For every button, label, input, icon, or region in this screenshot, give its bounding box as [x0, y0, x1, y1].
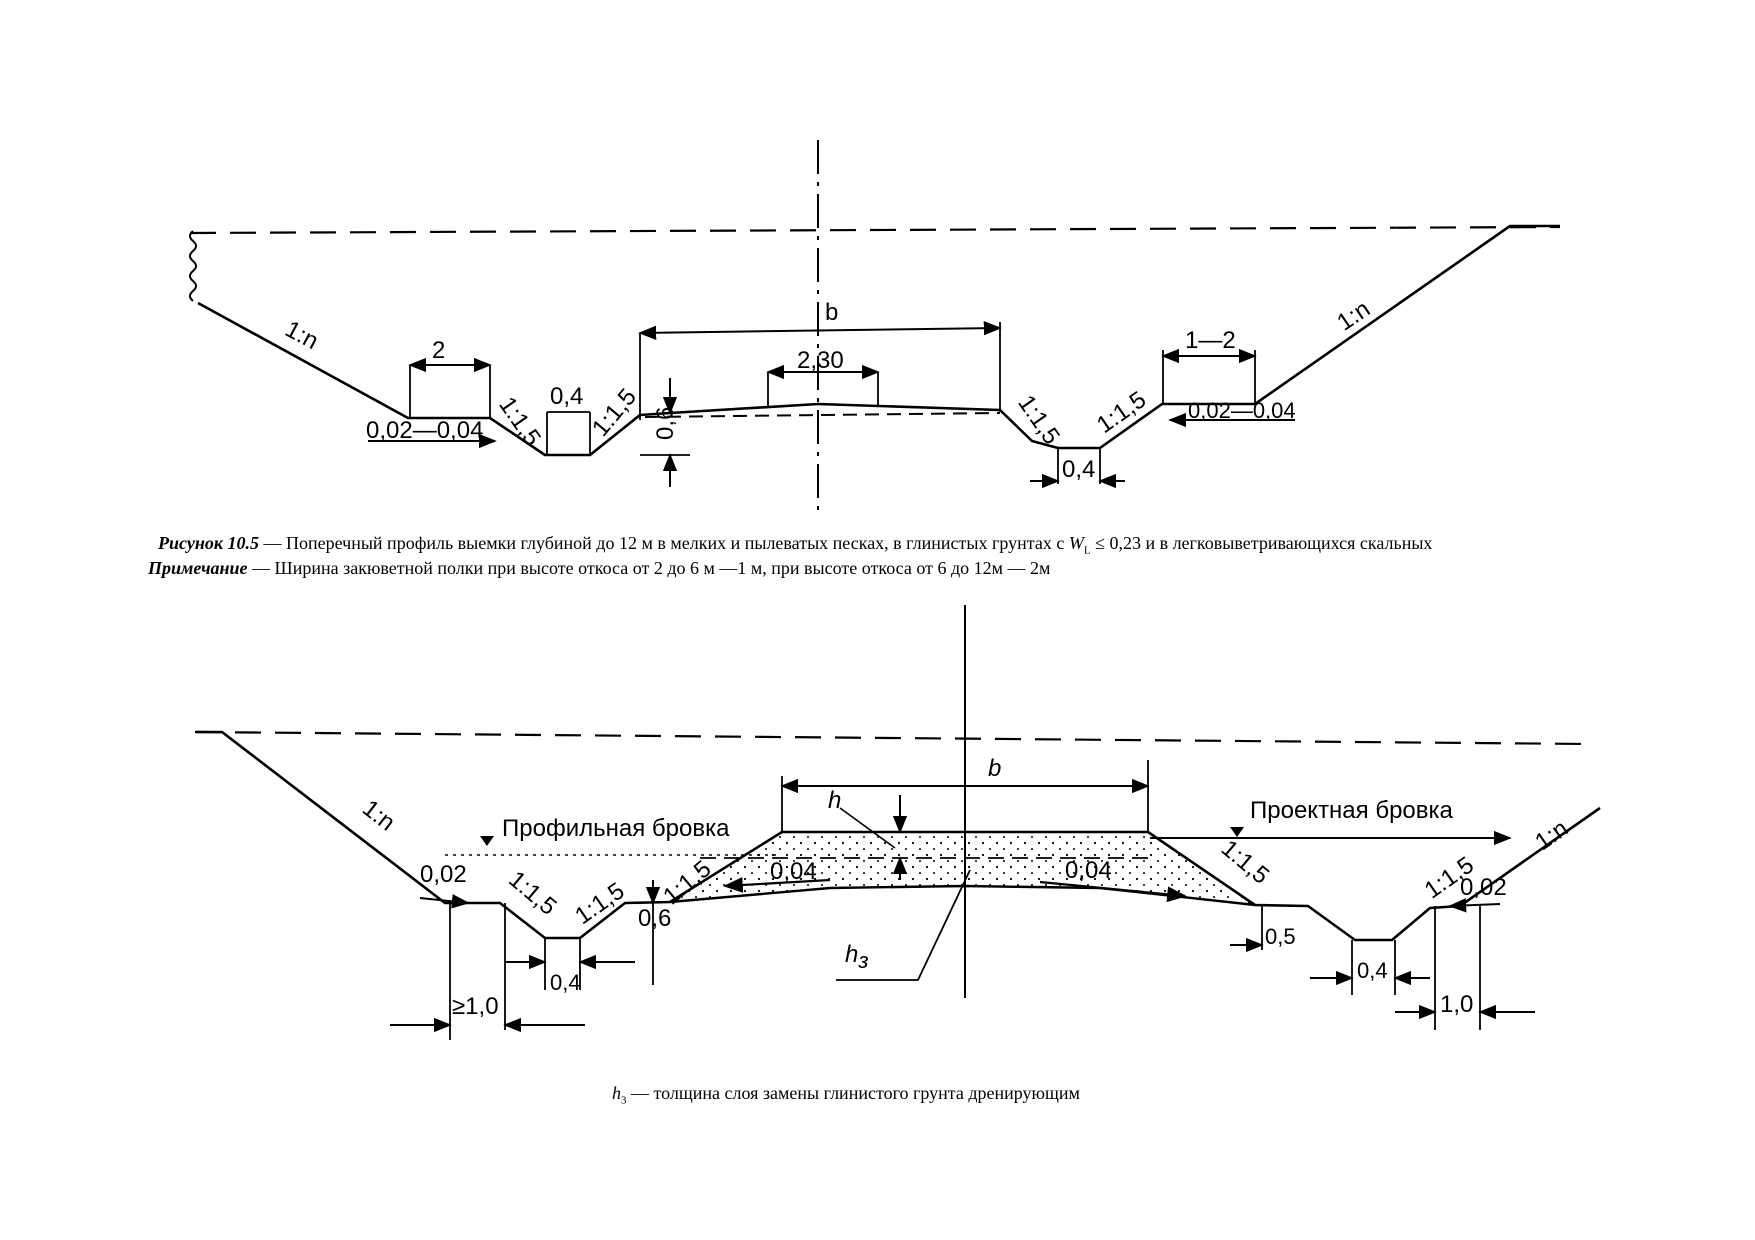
label-grade-right-2: 0,02: [1460, 874, 1507, 901]
ground-line: [189, 225, 1561, 235]
label-berm-left: 2: [432, 337, 445, 364]
label-profile-edge: Профильная бровка: [502, 815, 730, 842]
label-depth: 0,6: [652, 407, 679, 440]
label-h: h: [828, 787, 841, 814]
label-grade-right: 0,02—0,04: [1188, 398, 1296, 423]
label-ditch-slope-2: 1:1,5: [587, 384, 642, 442]
grade-right-arrow-2: [1448, 898, 1501, 913]
subgrade-line: [644, 412, 1001, 418]
label-grade-left-2: 0,02: [420, 861, 467, 888]
h3-leader: [836, 869, 971, 981]
label-ditch-bottom-right-2: 0,4: [1357, 958, 1388, 983]
label-shelf: 0,5: [1265, 924, 1296, 949]
label-depth-2: 0,6: [638, 905, 671, 932]
replacement-layer: [670, 832, 1255, 905]
figure-2-cutting-with-replacement: b h 1:n 1:n Профильная бровка Проектная …: [194, 605, 1601, 1040]
figure-caption-text-a: — Поперечный профиль выемки глубиной до …: [258, 533, 1069, 553]
fall-left-arrow: [723, 877, 831, 893]
figure-1-caption: Рисунок 10.5 — Поперечный профиль выемки…: [158, 532, 1432, 562]
label-berm-left-2: ≥1,0: [452, 993, 499, 1020]
label-fall-left: 0,04: [770, 858, 817, 885]
b-dimension: [638, 321, 1002, 340]
h3-caption-text: — толщина слоя замены глинистого грунта …: [626, 1083, 1080, 1103]
label-ditch-slope-1: 1:1,5: [493, 392, 546, 451]
wl-symbol: W: [1068, 533, 1084, 553]
label-ditch-slope-4: 1:1,5: [1092, 386, 1151, 439]
h3-caption-symbol: h: [612, 1083, 621, 1103]
label-b: b: [825, 299, 838, 326]
h3-caption-subscript: 3: [621, 1094, 627, 1107]
label-b-2: b: [988, 755, 1001, 782]
figure-label: Рисунок 10.5: [158, 533, 259, 553]
label-slope-d: 1:1,5: [1216, 835, 1274, 890]
figure-caption-text-b: ≤ 0,23 и в легковыветривающихся скальных: [1090, 533, 1433, 553]
ground-break: [189, 230, 197, 302]
figure-1-cutting-profile: b 1:n 1:n 2 1—2 0,4 0,4 1:1,5 1:1,5 1:1,…: [189, 140, 1561, 512]
label-grade-left: 0,02—0,04: [366, 417, 483, 444]
fall-right-arrow: [1039, 880, 1187, 903]
note-label: Примечание: [148, 558, 248, 578]
label-slope-left-2: 1:n: [357, 795, 400, 837]
wl-subscript: L: [1083, 544, 1091, 557]
label-berm-right-2: 1,0: [1440, 991, 1473, 1018]
cutting-profile: [197, 224, 1560, 457]
label-ditch-slope-3: 1:1,5: [1012, 390, 1065, 449]
label-slope-right: 1:n: [1332, 295, 1375, 336]
label-ditch-bottom-right: 0,4: [1062, 456, 1095, 483]
figure-1-note: Примечание — Ширина закюветной полки при…: [148, 557, 1050, 579]
note-text: — Ширина закюветной полки при высоте отк…: [247, 558, 1051, 578]
ground-line-2: [194, 730, 1591, 746]
grade-left-arrow-2: [419, 894, 470, 909]
label-slope-right-2: 1:n: [1530, 815, 1573, 856]
label-fall-right: 0,04: [1065, 857, 1112, 884]
label-berm-right: 1—2: [1185, 327, 1236, 354]
label-ditch-bottom-left: 0,4: [550, 383, 583, 410]
label-slope-left: 1:n: [281, 316, 323, 356]
design-edge-marker: [1230, 827, 1244, 837]
figure-2-caption: h3 — толщина слоя замены глинистого грун…: [612, 1082, 1080, 1112]
label-h3: hз: [845, 941, 869, 973]
label-crown-width: 2,30: [797, 347, 844, 374]
profile-edge-marker: [480, 836, 494, 846]
label-design-edge: Проектная бровка: [1250, 797, 1454, 824]
label-ditch-bottom-left-2: 0,4: [550, 970, 581, 995]
